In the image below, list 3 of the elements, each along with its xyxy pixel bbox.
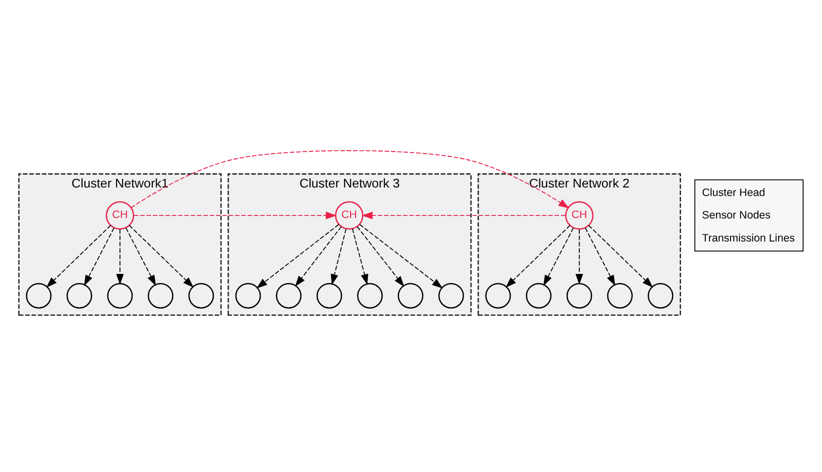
- legend-label: Transmission Lines: [702, 232, 795, 244]
- legend-label: Sensor Nodes: [702, 209, 771, 222]
- legend-label: Cluster Head: [702, 186, 766, 199]
